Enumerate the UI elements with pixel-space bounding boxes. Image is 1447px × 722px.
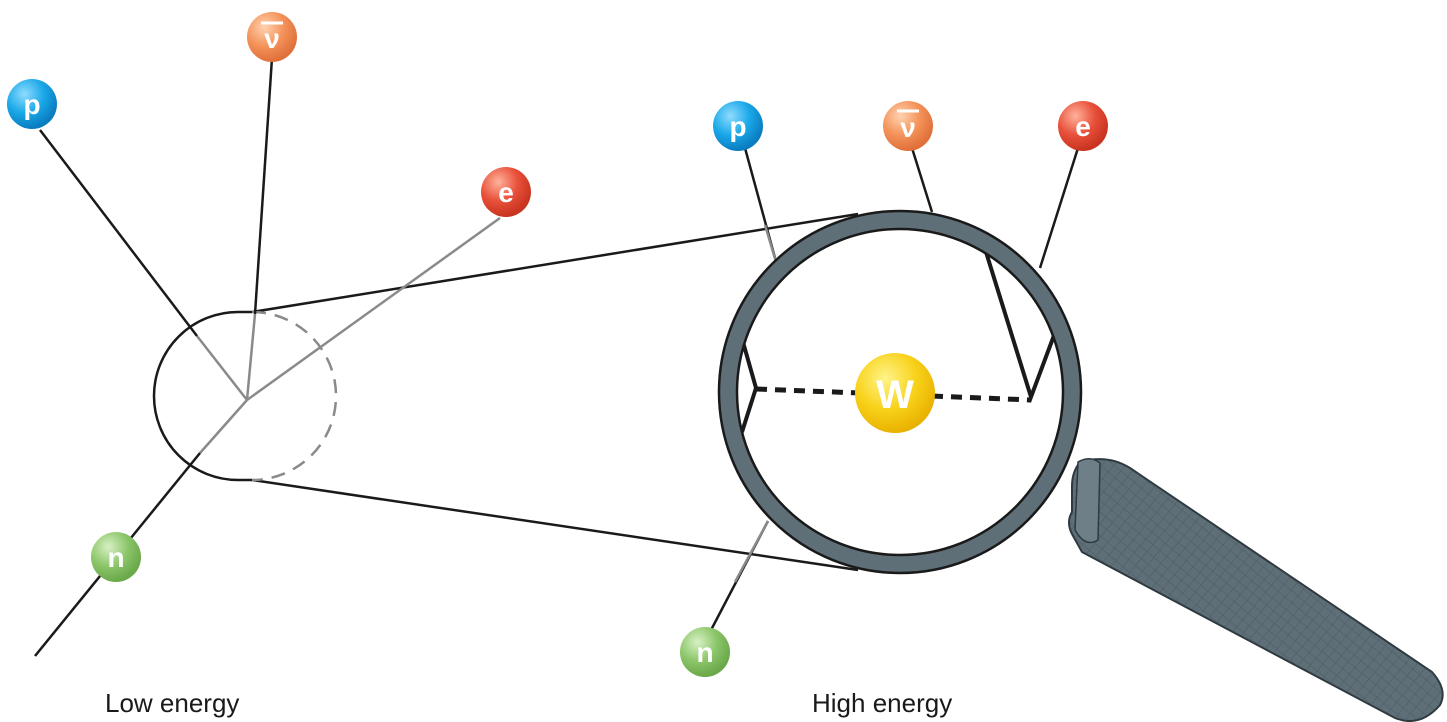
antineutrino-track xyxy=(253,57,274,315)
zoom-line-top xyxy=(251,212,859,314)
proton-particle-high: p xyxy=(713,101,763,151)
zoom-region-dashed xyxy=(251,310,338,482)
magnifier-ring-outer-edge xyxy=(717,209,1083,575)
proton-particle-low: p xyxy=(7,79,57,129)
neutron-particle-low: n xyxy=(91,532,141,582)
svg-text:W: W xyxy=(876,373,914,417)
electron-track-high xyxy=(1038,147,1080,269)
w-propagator-right xyxy=(931,393,1032,403)
electron-track xyxy=(246,216,501,402)
zoom-region-outline xyxy=(152,310,252,482)
w-boson-particle: W xyxy=(855,353,935,433)
proton-track-inner xyxy=(196,335,248,401)
zoom-line-bottom xyxy=(251,478,859,572)
low-energy-label: Low energy xyxy=(105,688,240,718)
proton-track-high-grey xyxy=(763,224,778,263)
svg-text:e: e xyxy=(498,177,514,208)
electron-particle-low: e xyxy=(481,167,531,217)
antineutrino-particle-low: ν xyxy=(247,12,297,62)
svg-text:n: n xyxy=(696,637,713,668)
neutron-particle-high: n xyxy=(680,627,730,677)
magnifier-handle xyxy=(1068,458,1444,722)
antineutrino-track-high xyxy=(910,147,934,213)
magnifier-ring-inner-edge xyxy=(735,227,1065,557)
svg-text:n: n xyxy=(107,542,124,573)
svg-text:e: e xyxy=(1075,111,1091,142)
proton-track xyxy=(39,129,198,337)
neutron-track-inner xyxy=(199,399,248,454)
svg-text:p: p xyxy=(23,89,40,120)
electron-particle-high: e xyxy=(1058,101,1108,151)
antineutrino-track-inner xyxy=(245,313,257,401)
left-vertex xyxy=(740,341,759,433)
w-propagator-left xyxy=(755,386,861,396)
right-vertex xyxy=(984,251,1058,404)
svg-text:p: p xyxy=(729,111,746,142)
low-energy-group: p ν e n xyxy=(7,12,859,657)
neutron-track-high-grey xyxy=(733,520,770,583)
svg-text:ν: ν xyxy=(264,23,280,54)
antineutrino-particle-high: ν xyxy=(883,101,933,151)
svg-text:ν: ν xyxy=(900,112,916,143)
high-energy-group: W p ν e n xyxy=(680,101,1444,722)
magnifier-ring xyxy=(719,211,1081,573)
high-energy-label: High energy xyxy=(812,688,953,718)
